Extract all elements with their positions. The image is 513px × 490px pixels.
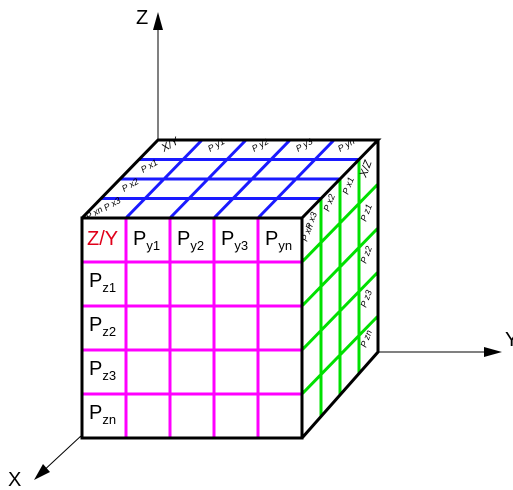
front-row-header: Pz1 bbox=[89, 270, 116, 295]
z-axis-arrowhead bbox=[153, 12, 163, 30]
x-axis-label: X bbox=[8, 469, 21, 490]
front-corner-label: Z/Y bbox=[87, 228, 118, 250]
front-row-header: Pzn bbox=[89, 402, 116, 427]
y-axis-label: Y bbox=[505, 329, 513, 351]
x-axis-line bbox=[39, 434, 83, 475]
front-col-header: Py1 bbox=[133, 228, 160, 253]
side-face: X/Z P x1 P x2 P x3 P xn P z1 P z2 P z3 P… bbox=[299, 140, 380, 438]
z-axis-label: Z bbox=[136, 7, 148, 29]
front-row-header: Pz3 bbox=[89, 358, 116, 383]
cube-outline bbox=[80, 138, 382, 440]
front-face: Z/Y Py1 Py2 Py3 Pyn Pz1 Pz2 Pz3 Pzn bbox=[82, 218, 302, 438]
y-axis-arrowhead bbox=[484, 347, 502, 357]
front-col-header: Py3 bbox=[221, 228, 248, 253]
x-axis-arrowhead bbox=[34, 464, 50, 480]
front-row-header: Pz2 bbox=[89, 314, 116, 339]
front-col-header: Py2 bbox=[177, 228, 204, 253]
front-col-header: Pyn bbox=[265, 228, 292, 253]
